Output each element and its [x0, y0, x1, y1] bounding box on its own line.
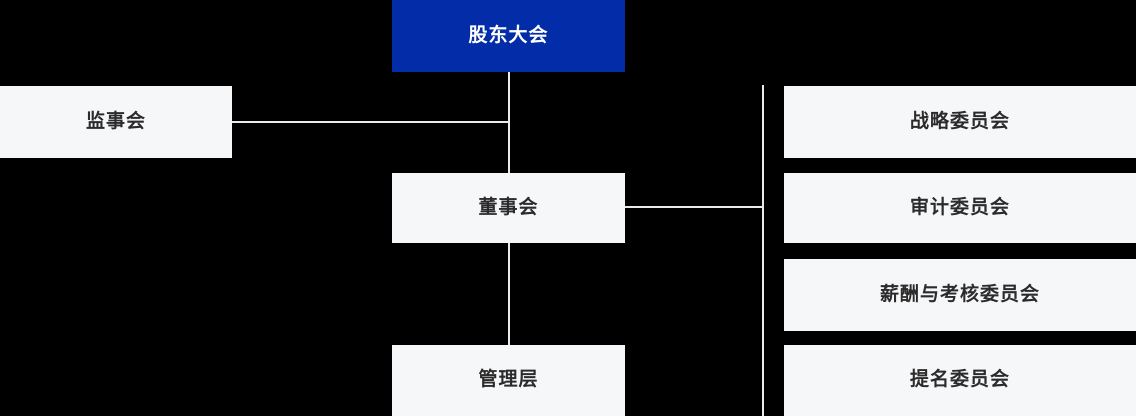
node-committee-remuneration-appraisal[interactable]: 薪酬与考核委员会	[784, 259, 1136, 331]
node-board-of-supervisors-label: 监事会	[85, 110, 146, 132]
node-committee-strategy[interactable]: 战略委员会	[784, 86, 1136, 158]
connector-committee-rail	[762, 85, 764, 416]
node-committee-nomination-label: 提名委员会	[909, 369, 1010, 391]
connector-supervisors-to-trunk	[232, 121, 510, 123]
node-board-of-directors-label: 董事会	[478, 196, 539, 218]
connector-directors-to-committees	[625, 206, 764, 208]
node-board-of-directors[interactable]: 董事会	[392, 173, 625, 243]
node-shareholders-meeting[interactable]: 股东大会	[392, 0, 625, 72]
node-committee-audit-label: 审计委员会	[909, 196, 1010, 218]
node-committee-remuneration-appraisal-label: 薪酬与考核委员会	[879, 283, 1040, 305]
node-shareholders-meeting-label: 股东大会	[468, 24, 549, 46]
node-management[interactable]: 管理层	[392, 345, 625, 416]
node-committee-strategy-label: 战略委员会	[909, 110, 1010, 132]
node-management-label: 管理层	[478, 369, 539, 391]
node-committee-audit[interactable]: 审计委员会	[784, 173, 1136, 243]
connector-directors-to-management	[508, 243, 510, 345]
node-committee-nomination[interactable]: 提名委员会	[784, 345, 1136, 416]
node-board-of-supervisors[interactable]: 监事会	[0, 86, 232, 158]
